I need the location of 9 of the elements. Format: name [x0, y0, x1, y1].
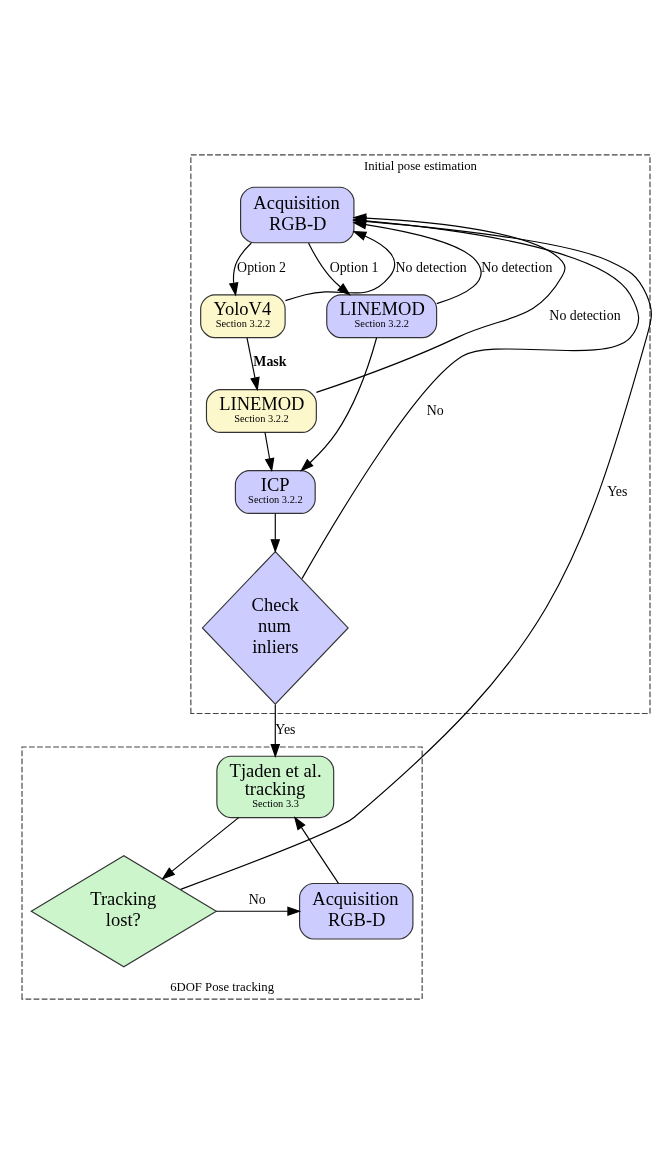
- edge-label: No detection: [549, 307, 621, 323]
- edge-label: No detection: [481, 259, 553, 275]
- edge-label: Option 1: [329, 259, 379, 275]
- edge-label: Yes: [607, 483, 628, 499]
- edge-label: Mask: [253, 353, 287, 369]
- edge-label: No detection: [395, 259, 467, 275]
- edge-label: No: [426, 402, 444, 418]
- edge-label: No: [248, 891, 266, 907]
- edge-label: Option 2: [237, 259, 287, 275]
